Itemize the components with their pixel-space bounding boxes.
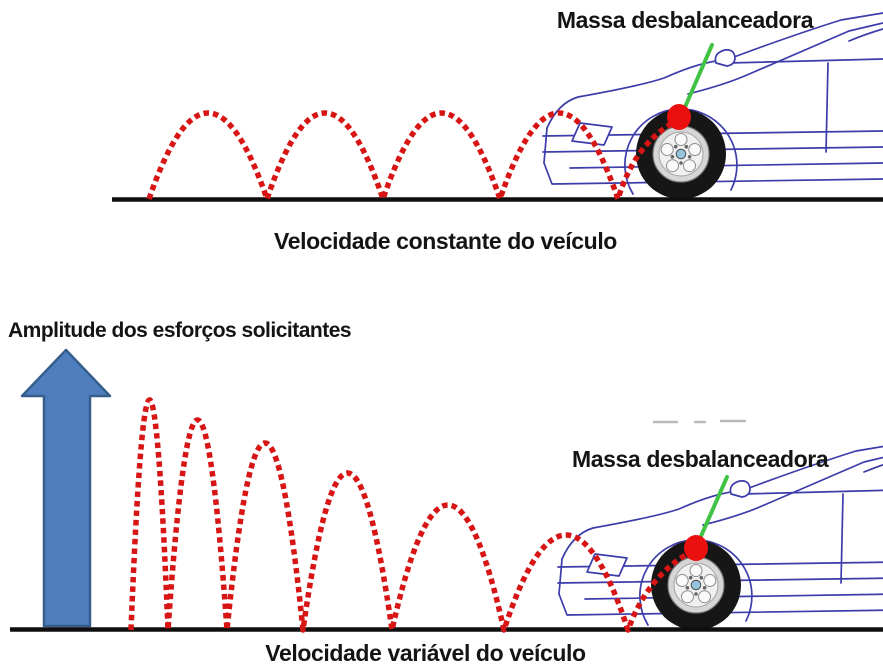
- top-bounce-path: [146, 110, 673, 202]
- bottom-panel-art: [10, 348, 883, 633]
- faint-dash-artifact: [653, 419, 746, 424]
- top-panel-art: [112, 12, 883, 202]
- bottom-unbalanced-mass: [684, 535, 708, 561]
- bottom-mass-label: Massa desbalanceadora: [572, 446, 829, 472]
- bottom-caption: Velocidade variável do veículo: [265, 640, 586, 666]
- top-pointer-line: [680, 43, 714, 116]
- amplitude-axis-label: Amplitude dos esforços solicitantes: [8, 319, 352, 342]
- top-unbalanced-mass: [667, 104, 691, 130]
- bottom-pointer-line: [696, 475, 729, 545]
- top-caption: Velocidade constante do veículo: [274, 228, 617, 254]
- top-mass-label: Massa desbalanceadora: [556, 7, 814, 33]
- bottom-bounce-path: [128, 397, 698, 633]
- amplitude-axis-arrow: [20, 348, 112, 628]
- top-car: [542, 12, 883, 200]
